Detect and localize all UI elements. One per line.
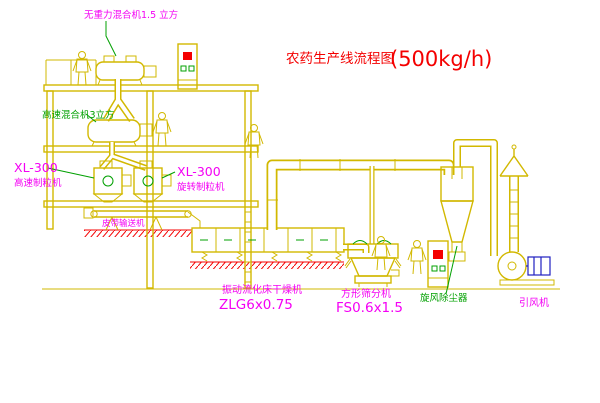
fan-motor: [527, 256, 551, 276]
granulator-right: [132, 160, 172, 203]
label-granulator-left-name: 高速制粒机: [14, 177, 62, 189]
top-mixer: [95, 55, 157, 86]
high-speed-mixer: [87, 119, 153, 147]
label-dust-collector: 旋风除尘器: [420, 292, 468, 304]
ground-hatching: [42, 229, 560, 290]
label-sieve-model: FS0.6x1.5: [336, 300, 403, 316]
fluid-bed-dryer: [191, 227, 345, 262]
label-top-mixer: 无重力混合机1.5 立方: [84, 9, 178, 21]
diagram-title: 农药生产线流程图: [286, 51, 394, 67]
control-cabinet-right: [427, 240, 449, 288]
building-frame: [43, 59, 259, 289]
dryer-exhaust-duct: [266, 159, 455, 230]
label-induced-fan: 引风机: [519, 296, 549, 309]
label-dryer-name: 振动流化床干燥机: [222, 283, 302, 296]
diagram-title-capacity: (500kg/h): [390, 47, 492, 71]
label-sieve-name: 方形筛分机: [341, 287, 391, 300]
square-sieve: [344, 240, 402, 287]
label-granulator-right-name: 旋转制粒机: [177, 181, 225, 193]
granulator-left: [92, 160, 132, 203]
worker-figure: [244, 124, 264, 159]
label-granulator-left-model: XL-300: [14, 160, 58, 175]
exhaust-stack: [499, 144, 529, 252]
label-belt-conveyor: 皮带输送机: [102, 218, 145, 229]
induced-fan: [497, 251, 555, 286]
label-high-speed-mixer: 高速混合机3立方: [42, 109, 115, 121]
belt-conveyor: [83, 207, 201, 231]
label-dryer-model: ZLG6x0.75: [219, 297, 293, 313]
label-granulator-right-model: XL-300: [177, 164, 221, 179]
worker-figure: [407, 240, 427, 275]
leader-lines: [47, 21, 458, 295]
cyclone-separator: [440, 166, 474, 262]
worker-figure: [72, 51, 92, 86]
control-cabinet-top: [177, 43, 198, 90]
worker-figure: [152, 112, 172, 147]
